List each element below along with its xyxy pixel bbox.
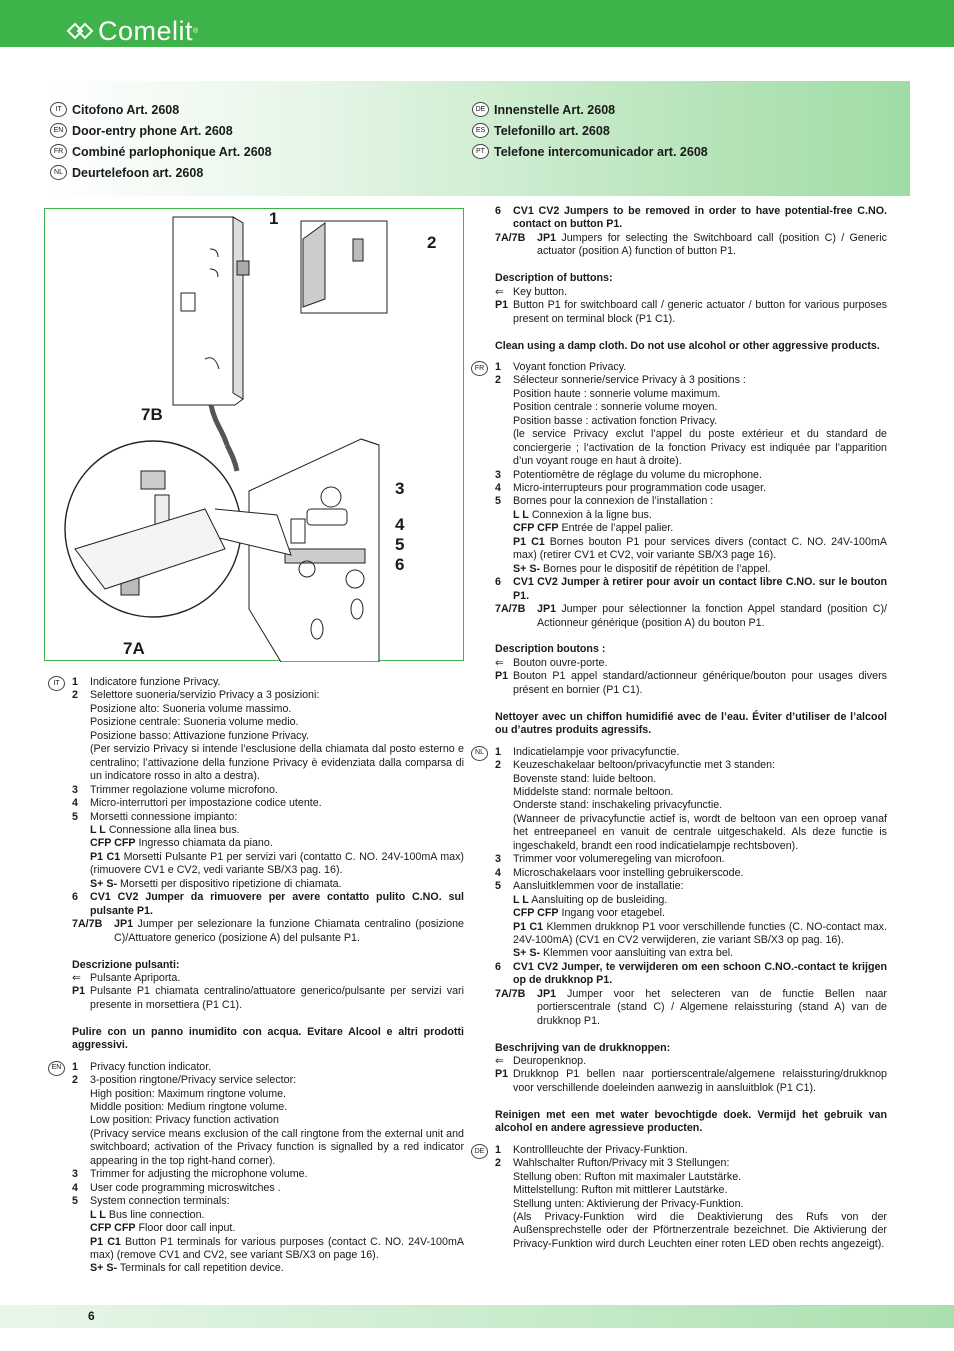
title-band: IT Citofono Art. 2608 EN Door-entry phone … [44, 81, 910, 196]
lang-badge: NL [471, 745, 488, 761]
lang-badge: FR [471, 360, 488, 376]
title-text: Deurtelefoon art. 2608 [72, 165, 204, 180]
footer-band: 6 [0, 1305, 954, 1328]
title-pt: PT Telefone intercomunicador art. 2608 [472, 141, 708, 162]
title-de: DE Innenstelle Art. 2608 [472, 99, 708, 120]
registered-mark: ® [193, 27, 199, 35]
lang-badge: NL [50, 165, 67, 180]
lang-badge: ES [472, 123, 489, 138]
title-text: Telefone intercomunicador art. 2608 [494, 144, 708, 159]
device-drawing [64, 216, 388, 662]
callout-1: 1 [269, 209, 279, 228]
callout-2: 2 [427, 233, 437, 252]
brand-name: Comelit [98, 16, 194, 46]
key-icon: ⇐ [72, 971, 81, 984]
title-it: IT Citofono Art. 2608 [50, 99, 272, 120]
lang-badge: DE [472, 102, 489, 117]
title-text: Telefonillo art. 2608 [494, 123, 610, 138]
titles-right: DE Innenstelle Art. 2608 ES Telefonillo ar… [472, 99, 708, 162]
lang-badge: EN [48, 1060, 65, 1076]
page-number: 6 [88, 1309, 95, 1323]
callout-5: 5 [395, 535, 405, 554]
lang-badge: DE [471, 1143, 488, 1159]
header-bar: Comelit ® [0, 0, 954, 47]
title-text: Combiné parlophonique Art. 2608 [72, 144, 272, 159]
title-es: ES Telefonillo art. 2608 [472, 120, 708, 141]
callout-3: 3 [395, 479, 405, 498]
title-nl: NL Deurtelefoon art. 2608 [50, 162, 272, 183]
key-icon: ⇐ [495, 656, 504, 669]
callout-7a: 7A [123, 639, 145, 658]
titles-left: IT Citofono Art. 2608 EN Door-entry phone … [50, 99, 272, 183]
comelit-logo-mark-icon [66, 22, 94, 40]
lang-badge: IT [48, 676, 65, 691]
title-fr: FR Combiné parlophonique Art. 2608 [50, 141, 272, 162]
lang-badge: FR [50, 144, 67, 159]
key-icon: ⇐ [495, 1055, 504, 1068]
title-en: EN Door-entry phone Art. 2608 [50, 120, 272, 141]
key-icon: ⇐ [495, 285, 504, 298]
callout-6: 6 [395, 555, 405, 574]
title-text: Citofono Art. 2608 [72, 102, 180, 117]
product-diagram: 1 2 3 4 5 6 7A 7B [44, 208, 464, 662]
comelit-logo: Comelit ® [66, 16, 198, 46]
callout-7b: 7B [141, 405, 163, 424]
lang-badge: PT [472, 144, 489, 159]
lang-badge: IT [50, 102, 67, 117]
lang-badge: EN [50, 123, 67, 138]
callout-4: 4 [395, 515, 405, 534]
title-text: Door-entry phone Art. 2608 [72, 123, 233, 138]
title-text: Innenstelle Art. 2608 [494, 102, 616, 117]
